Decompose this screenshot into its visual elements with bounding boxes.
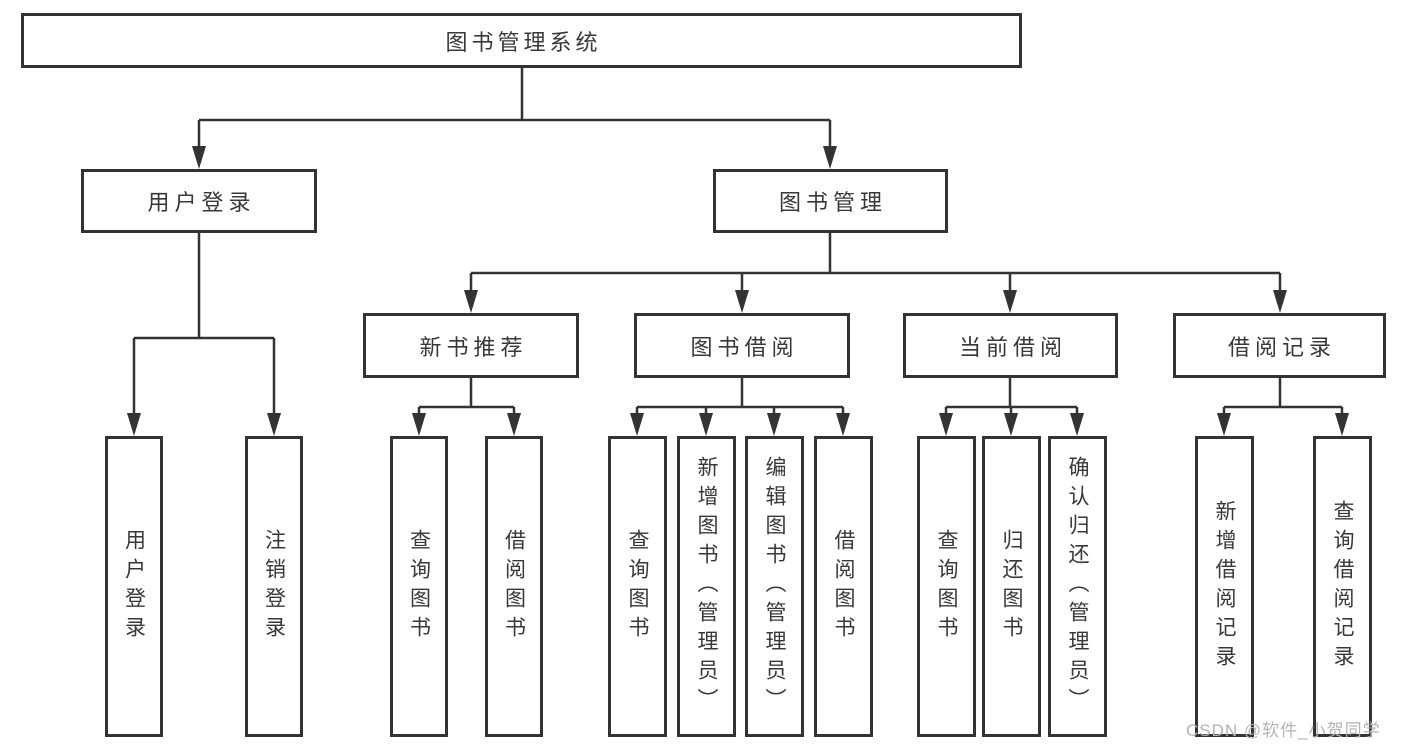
arrowhead-icon: [735, 290, 749, 313]
leaf-edit-books-admin-label: 编辑图书（管理员）: [763, 456, 786, 717]
node-borrowing-records: 借阅记录: [1173, 313, 1386, 378]
leaf-confirm-return-admin-label: 确认归还（管理员）: [1066, 456, 1089, 717]
leaf-borrow-books-recommend-label: 借阅图书: [502, 528, 526, 645]
arrowhead-icon: [1070, 413, 1084, 436]
node-book-borrowing: 图书借阅: [634, 313, 850, 378]
leaf-add-borrow-record-label: 新增借阅记录: [1213, 499, 1236, 674]
connector-new-book-split: [417, 378, 516, 415]
leaf-add-books-admin-label: 新增图书（管理员）: [695, 456, 718, 717]
arrowhead-icon: [1004, 413, 1018, 436]
leaf-query-books-recommend: 查询图书: [390, 436, 448, 737]
node-new-book-recommendation-label: 新书推荐: [419, 334, 528, 360]
node-current-borrowing: 当前借阅: [903, 313, 1118, 378]
arrowhead-icon: [1217, 413, 1231, 436]
leaf-query-borrow-record: 查询借阅记录: [1313, 436, 1372, 737]
connector-book-mgmt-split: [469, 233, 1282, 292]
arrowhead-icon: [630, 413, 644, 436]
node-current-borrowing-label: 当前借阅: [958, 334, 1067, 360]
connector-arrowheads: [127, 146, 1349, 436]
arrowhead-icon: [507, 413, 521, 436]
node-new-book-recommendation: 新书推荐: [363, 313, 579, 378]
connector-borrow-record-split: [1222, 378, 1344, 415]
arrowhead-icon: [192, 146, 206, 169]
arrowhead-icon: [412, 413, 426, 436]
leaf-confirm-return-admin: 确认归还（管理员）: [1048, 436, 1107, 737]
connector-root-split: [197, 68, 832, 148]
arrowhead-icon: [767, 413, 781, 436]
arrowhead-icon: [1003, 290, 1017, 313]
leaf-logout-label: 注销登录: [262, 528, 286, 645]
connector-strokes: [132, 68, 1344, 415]
connector-current-borrow-split: [944, 378, 1079, 415]
leaf-return-books-label: 归还图书: [1000, 528, 1023, 645]
leaf-return-books: 归还图书: [982, 436, 1041, 737]
node-user-login: 用户登录: [81, 169, 317, 233]
arrowhead-icon: [823, 146, 837, 169]
leaf-user-login-label: 用户登录: [122, 528, 146, 645]
node-book-management-label: 图书管理: [778, 190, 887, 215]
leaf-query-books-borrow-label: 查询图书: [626, 528, 649, 645]
arrowhead-icon: [836, 413, 850, 436]
node-borrowing-records-label: 借阅记录: [1227, 334, 1336, 360]
node-user-login-label: 用户登录: [147, 190, 256, 215]
leaf-query-books-recommend-label: 查询图书: [407, 528, 431, 645]
node-library-management-system-label: 图书管理系统: [445, 29, 602, 55]
arrowhead-icon: [939, 413, 953, 436]
arrowhead-icon: [127, 413, 141, 436]
leaf-query-books-current: 查询图书: [917, 436, 976, 737]
node-book-management: 图书管理: [713, 169, 948, 233]
arrowhead-icon: [267, 413, 281, 436]
leaf-edit-books-admin: 编辑图书（管理员）: [745, 436, 804, 737]
leaf-borrow-books: 借阅图书: [814, 436, 873, 737]
leaf-add-books-admin: 新增图书（管理员）: [677, 436, 736, 737]
arrowhead-icon: [464, 290, 478, 313]
node-book-borrowing-label: 图书借阅: [690, 334, 799, 360]
leaf-query-books-current-label: 查询图书: [935, 528, 958, 645]
arrowhead-icon: [1273, 290, 1287, 313]
connector-user-login-split: [132, 233, 276, 415]
arrowhead-icon: [1335, 413, 1349, 436]
leaf-query-books-borrow: 查询图书: [608, 436, 667, 737]
leaf-borrow-books-label: 借阅图书: [832, 528, 855, 645]
leaf-add-borrow-record: 新增借阅记录: [1195, 436, 1254, 737]
node-library-management-system: 图书管理系统: [21, 13, 1022, 68]
csdn-watermark: CSDN @软件_小贺同学: [1186, 721, 1381, 740]
arrowhead-icon: [699, 413, 713, 436]
leaf-borrow-books-recommend: 借阅图书: [485, 436, 543, 737]
leaf-user-login: 用户登录: [105, 436, 163, 737]
connector-book-borrow-split: [635, 378, 845, 415]
leaf-query-borrow-record-label: 查询借阅记录: [1331, 499, 1354, 674]
leaf-logout: 注销登录: [245, 436, 303, 737]
